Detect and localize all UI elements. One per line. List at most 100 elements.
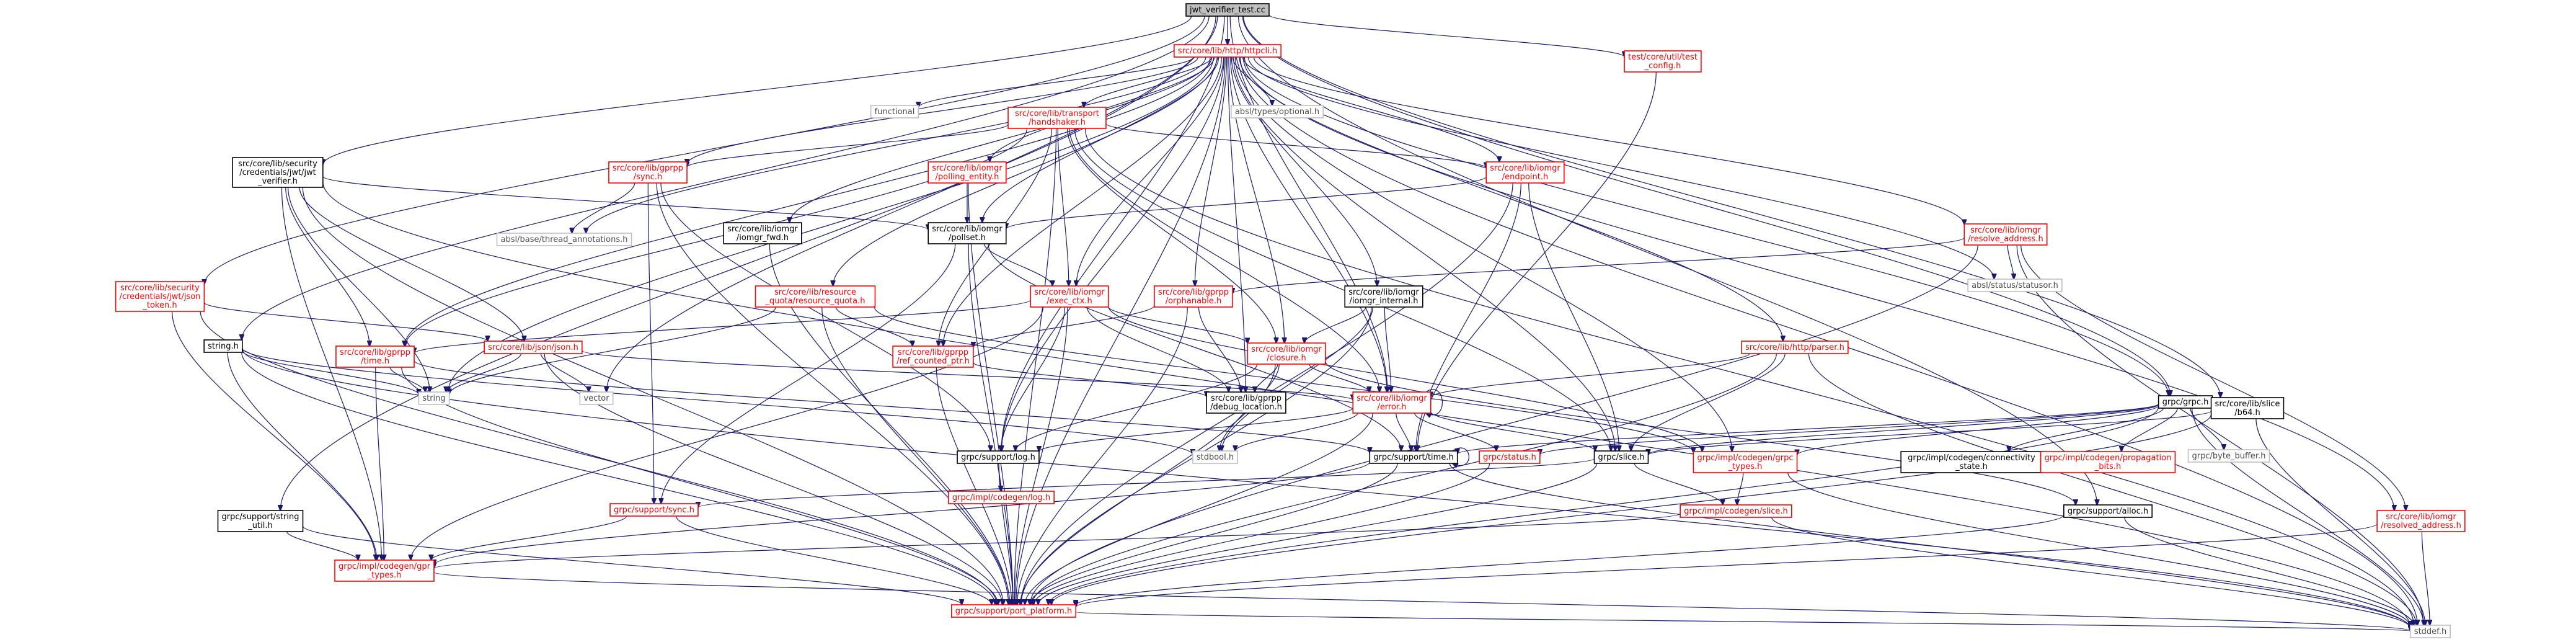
edge-transport_handshaker-to-iomgr_error (1069, 128, 1379, 392)
node-polling_entity[interactable]: src/core/lib/iomgr/polling_entity.h (927, 161, 1007, 184)
node-ref_counted_ptr[interactable]: src/core/lib/gprpp/ref_counted_ptr.h (892, 346, 974, 368)
node-support_sync[interactable]: grpc/support/sync.h (609, 503, 699, 517)
node-gprpp_sync[interactable]: src/core/lib/gprpp/sync.h (608, 161, 688, 184)
node-support_log[interactable]: grpc/support/log.h (957, 450, 1040, 464)
node-label-line: test/core/util/test (1628, 53, 1697, 62)
node-label-line: absl/status/statusor.h (1972, 281, 2058, 290)
edge-grpc_h-to-byte_buffer (2190, 408, 2224, 450)
node-box (608, 161, 688, 184)
node-string_util[interactable]: grpc/support/string_util.h (217, 510, 304, 532)
edge-httpcli-to-gprpp_time (404, 56, 1211, 346)
node-grpc_slice[interactable]: grpc/slice.h (1593, 450, 1649, 464)
edge-resolve_address-to-orphanable (1233, 237, 1965, 293)
node-grpc_h[interactable]: grpc/grpc.h (2158, 395, 2213, 409)
node-gpr_types[interactable]: grpc/impl/codegen/gpr_types.h (334, 560, 435, 582)
node-connectivity_state[interactable]: grpc/impl/codegen/connectivity_state.h (1900, 451, 2043, 473)
edge-httpcli-to-resource_quota (833, 56, 1218, 286)
node-resource_quota[interactable]: src/core/lib/resource_quota/resource_quo… (755, 285, 876, 308)
node-iomgr_fwd[interactable]: src/core/lib/iomgr/iomgr_fwd.h (723, 222, 802, 244)
edge-polling_entity-to-port_platform (968, 182, 1013, 605)
node-propagation_bits[interactable]: grpc/impl/codegen/propagation_bits.h (2040, 451, 2176, 473)
node-iomgr_error[interactable]: src/core/lib/iomgr/error.h (1352, 391, 1432, 414)
node-iomgr_internal[interactable]: src/core/lib/iomgr/iomgr_internal.h (1344, 285, 1423, 308)
edge-resolved_address-to-port_platform (1076, 524, 2378, 607)
node-resolve_address[interactable]: src/core/lib/iomgr/resolve_address.h (1963, 223, 2048, 246)
edge-grpc_h-to-support_time (1458, 403, 2159, 454)
node-box (870, 105, 919, 118)
edge-httpcli-to-resolved_address (1242, 56, 2394, 510)
node-codegen_slice[interactable]: grpc/impl/codegen/slice.h (1680, 504, 1792, 518)
node-label-line: /exec_ctx.h (1047, 296, 1092, 306)
edge-grpc_h-to-port_platform (1048, 406, 2159, 605)
edge-ref_counted_ptr-to-debug_location (973, 362, 1206, 397)
node-support_time[interactable]: grpc/support/time.h (1369, 450, 1458, 464)
node-label-line: /handshaker.h (1029, 118, 1086, 127)
node-grpc_status[interactable]: grpc/status.h (1479, 450, 1541, 464)
edge-transport_handshaker-to-grpc_slice (1074, 128, 1611, 451)
edge-grpc_status-to-port_platform (1033, 463, 1490, 605)
node-label-line: /orphanable.h (1166, 296, 1222, 306)
node-debug_location[interactable]: src/core/lib/gprpp/debug_location.h (1206, 391, 1286, 414)
node-b64[interactable]: src/core/lib/slice/b64.h (2210, 397, 2285, 419)
node-label-line: /resolved_address.h (2381, 521, 2461, 530)
node-port_platform[interactable]: grpc/support/port_platform.h (950, 604, 1077, 618)
node-transport_handshaker[interactable]: src/core/lib/transport/handshaker.h (1007, 107, 1107, 129)
node-label-line: _types.h (367, 571, 402, 580)
edge-httpcli-to-port_platform (1016, 56, 1226, 605)
node-pollset[interactable]: src/core/lib/iomgr/pollset.h (927, 222, 1007, 244)
node-label-line: /iomgr_internal.h (1350, 296, 1419, 306)
edge-root-to-testconfig (1268, 14, 1624, 57)
edge-resolved_address-to-stddef (2421, 531, 2430, 625)
node-box (755, 285, 876, 308)
edge-gprpp_time-to-port_platform (401, 367, 998, 605)
node-byte_buffer: grpc/byte_buffer.h (2187, 449, 2270, 463)
edge-port_platform-to-stddef (1075, 611, 2410, 631)
node-functional: functional (870, 105, 919, 118)
node-label-line: src/core/lib/iomgr (1490, 164, 1560, 173)
node-box (2187, 449, 2270, 463)
node-box (609, 503, 699, 517)
node-label-line: grpc/impl/codegen/propagation (2045, 453, 2172, 463)
node-box (2063, 504, 2153, 518)
node-resolved_address[interactable]: src/core/lib/iomgr/resolved_address.h (2376, 510, 2466, 532)
edge-httpcli-to-http_parser (1239, 56, 1783, 341)
edge-jwt_verifier-to-gprpp_time (285, 187, 370, 346)
node-label-line: src/core/lib/iomgr (2386, 512, 2456, 522)
node-testconfig[interactable]: test/core/util/test_config.h (1624, 50, 1702, 73)
node-closure[interactable]: src/core/lib/iomgr/closure.h (1247, 342, 1326, 365)
node-label-line: src/core/lib/security (238, 159, 317, 169)
node-label-line: /credentials/jwt/jwt (239, 168, 316, 177)
node-string_h[interactable]: string.h (203, 339, 243, 353)
node-label-line: src/core/lib/iomgr (727, 225, 798, 234)
node-support_alloc[interactable]: grpc/support/alloc.h (2063, 504, 2153, 518)
edge-support_alloc-to-stddef (2124, 517, 2414, 625)
node-json[interactable]: src/core/lib/json/json.h (484, 341, 583, 354)
node-orphanable[interactable]: src/core/lib/gprpp/orphanable.h (1154, 285, 1233, 308)
node-label-line: string (422, 394, 445, 403)
edge-transport_handshaker-to-closure (1066, 128, 1277, 343)
edge-support_sync-to-gpr_types (431, 515, 627, 560)
node-exec_ctx[interactable]: src/core/lib/iomgr/exec_ctx.h (1030, 285, 1109, 308)
node-label-line: /endpoint.h (1502, 172, 1548, 182)
edge-httpcli-to-orphanable (1195, 56, 1228, 286)
edge-grpc_h-to-stddef (2192, 408, 2424, 625)
node-label-line: /ref_counted_ptr.h (896, 357, 970, 366)
node-statusor: absl/status/statusor.h (1967, 279, 2063, 292)
node-endpoint[interactable]: src/core/lib/iomgr/endpoint.h (1485, 161, 1565, 184)
node-httpcli[interactable]: src/core/lib/http/httpcli.h (1174, 44, 1281, 58)
node-codegen_log[interactable]: grpc/impl/codegen/log.h (948, 491, 1055, 504)
node-grpc_types[interactable]: grpc/impl/codegen/grpc_types.h (1693, 451, 1798, 473)
node-json_token[interactable]: src/core/lib/security/credentials/jwt/js… (115, 281, 205, 312)
node-label-line: grpc/impl/codegen/grpc (1697, 453, 1793, 463)
edge-root-to-support_log (1001, 16, 1225, 451)
edge-iomgr_error-to-stdbool (1235, 412, 1358, 451)
node-box (2376, 510, 2466, 532)
node-gprpp_time[interactable]: src/core/lib/gprpp/time.h (335, 346, 415, 368)
node-http_parser[interactable]: src/core/lib/http/parser.h (1741, 341, 1849, 354)
edge-json-to-vector (540, 353, 588, 392)
node-label-line: _state.h (1955, 462, 1988, 471)
node-box (1185, 3, 1270, 17)
node-stdbool: stdbool.h (1192, 450, 1238, 464)
node-jwt_verifier[interactable]: src/core/lib/security/credentials/jwt/jw… (232, 157, 324, 188)
